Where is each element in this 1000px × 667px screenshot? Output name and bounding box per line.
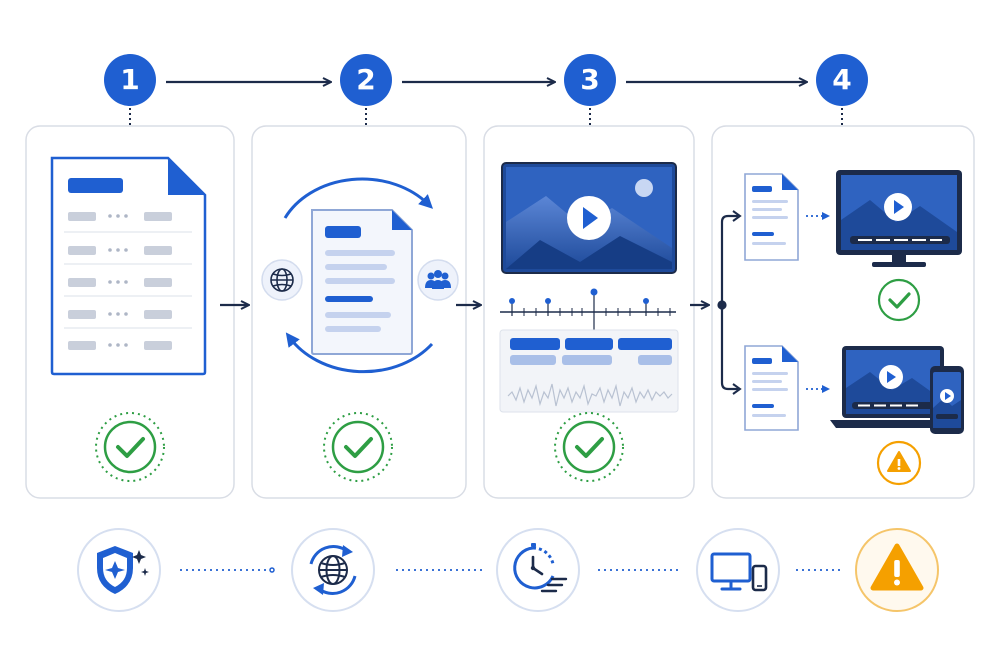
subtitle-timeline — [499, 288, 679, 413]
laptop-icon — [830, 346, 956, 428]
mobile-status-warning-icon — [876, 440, 922, 486]
globe-icon — [261, 259, 303, 301]
tv-icon — [836, 170, 962, 267]
step2-status-check-icon — [323, 412, 393, 482]
badge-drop-lines — [129, 108, 843, 125]
shield-sparkle-icon — [77, 528, 161, 612]
translated-document-icon — [311, 209, 413, 355]
script-document-icon — [50, 156, 207, 376]
globe-sync-icon — [291, 528, 375, 612]
phone-icon — [930, 366, 964, 434]
step-badge-1: 1 — [104, 54, 156, 106]
reviewers-group-icon — [417, 259, 459, 301]
devices-icon — [696, 528, 780, 612]
warning-icon — [855, 528, 939, 612]
step-badge-2: 2 — [340, 54, 392, 106]
video-preview-icon — [501, 162, 677, 274]
step-badge-4: 4 — [816, 54, 868, 106]
tv-status-check-icon — [877, 278, 921, 322]
fast-clock-icon — [496, 528, 580, 612]
step-badge-3: 3 — [564, 54, 616, 106]
tv-subtitle-document-icon — [744, 173, 799, 261]
delivery-branch — [717, 210, 742, 395]
translation-cycle-arrows — [283, 177, 434, 374]
step1-status-check-icon — [95, 412, 165, 482]
mobile-subtitle-document-icon — [744, 345, 799, 431]
step3-status-check-icon — [554, 412, 624, 482]
